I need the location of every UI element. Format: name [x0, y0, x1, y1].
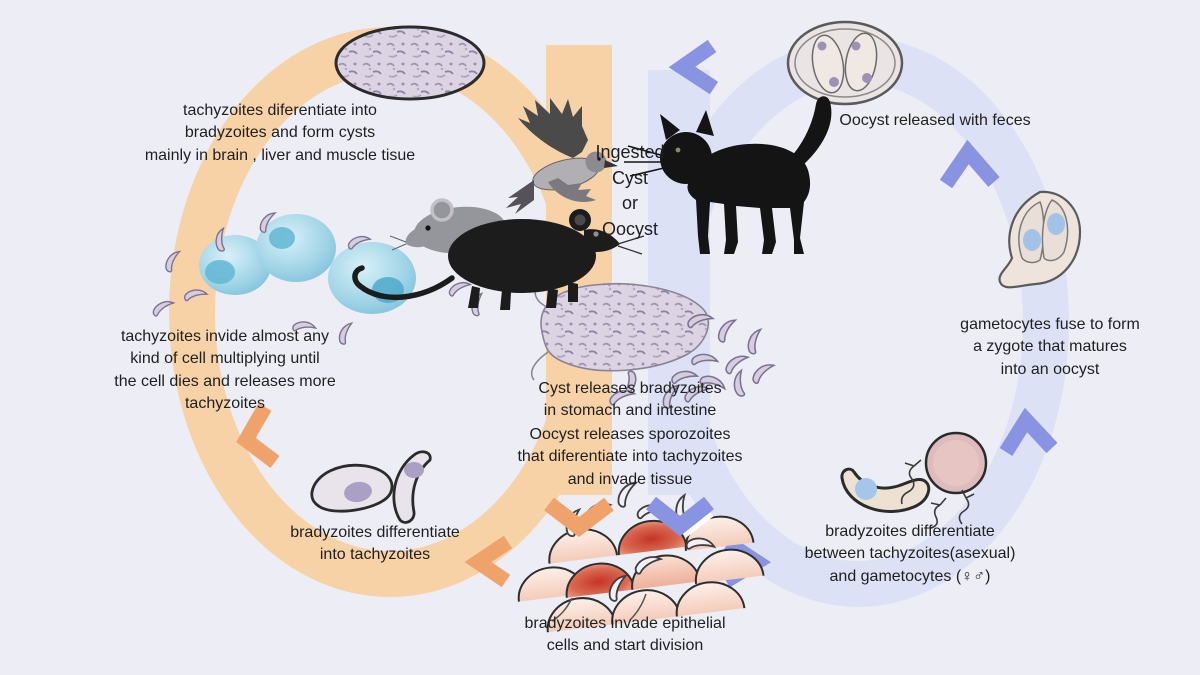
host-cycle-arrows: [236, 403, 513, 588]
microgametes: [900, 459, 975, 529]
label-bradyzoites-to-gametocytes: bradyzoites differentiate between tachyz…: [804, 523, 1016, 585]
cat-band-arrowhead: [646, 496, 714, 537]
rat-illustration: [352, 209, 645, 310]
label-cyst-formation: tachyzoites diferentiate into bradyzoite…: [144, 102, 416, 164]
label-gametocytes-fuse: gametocytes fuse to form a zygote that m…: [960, 316, 1140, 378]
host-band-arrowhead: [544, 497, 614, 538]
cell-outline-wisps: [551, 593, 647, 622]
cat-illustration: [624, 96, 832, 254]
infected-cells-illustration: [151, 211, 492, 346]
epithelial-cells-illustration: [517, 481, 765, 633]
immature-oocyst-illustration: [998, 190, 1082, 289]
gametocytes-illustration: [840, 431, 988, 529]
label-ingested-cyst-or-oocyst: Ingested Cyst or Oocyst: [595, 142, 665, 239]
bird-illustration: [506, 98, 618, 214]
label-bradyzoites-invade: bradyzoites invade epithelial cells and …: [524, 615, 726, 655]
tissue-cyst-illustration: [334, 25, 486, 101]
label-cyst-releases: Cyst releases bradyzoites in stomach and…: [538, 380, 722, 420]
label-tachyzoites-invade: tachyzoites invide almost any kind of ce…: [114, 328, 336, 413]
bradyzoite-illustration: [310, 450, 432, 524]
label-oocyst-releases: Oocyst releases sporozoites that diferen…: [517, 426, 743, 488]
sporulated-oocyst-illustration: [786, 20, 904, 106]
label-oocyst-released: Oocyst released with feces: [839, 112, 1031, 129]
ruptured-cyst-illustration: [530, 275, 775, 412]
label-bradyzoites-to-tachyzoites: bradyzoites differentiate into tachyzoit…: [290, 524, 460, 564]
